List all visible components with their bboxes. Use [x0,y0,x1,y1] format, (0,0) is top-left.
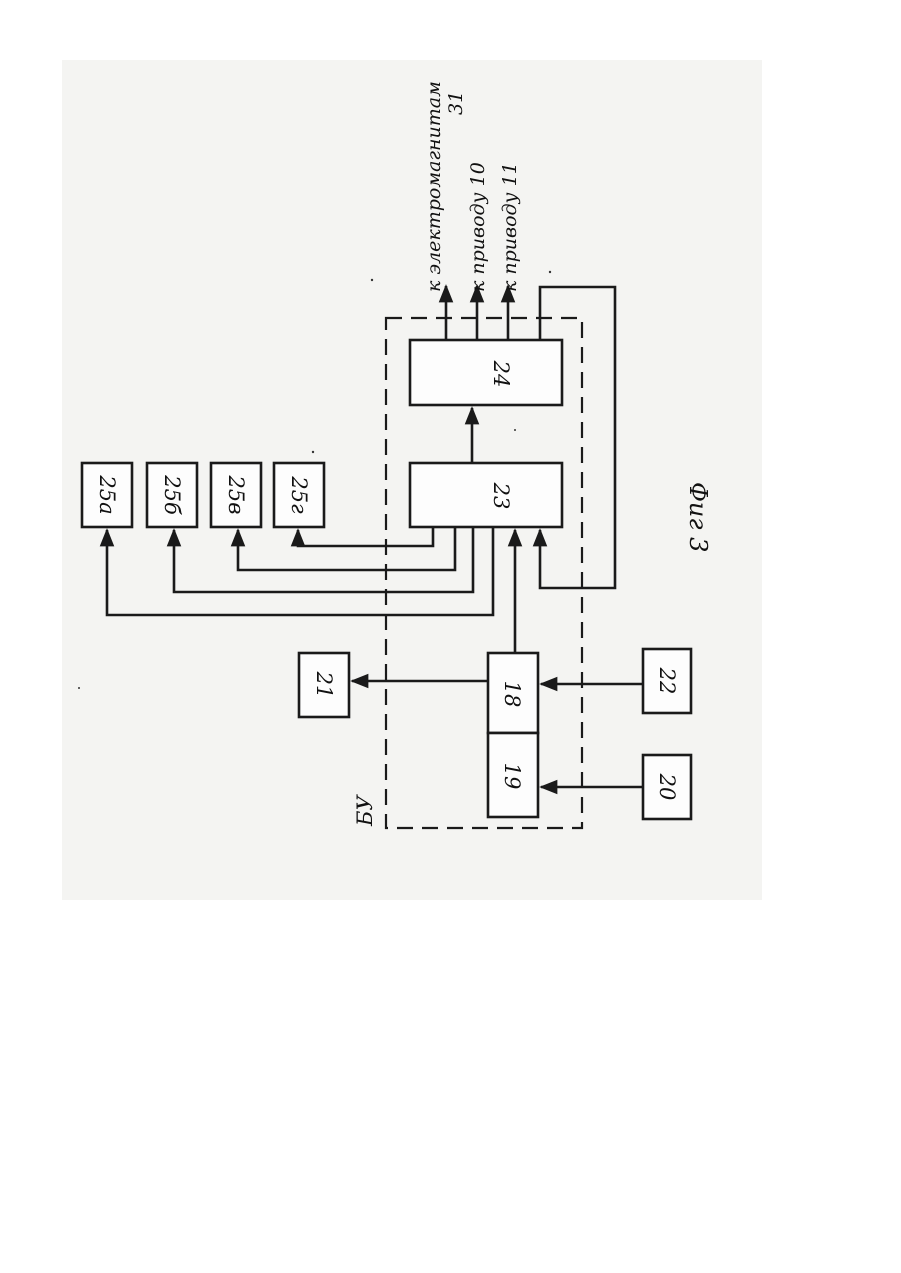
scan-speck [312,451,314,453]
figure-caption: Фиг 3 [684,482,712,552]
output-label-drive-10: к приводу 10 [467,162,489,292]
block-21-label: 21 [312,671,336,699]
block-23 [410,463,562,527]
block-25b-label: 25б [160,474,184,515]
output-label-drive-11: к приводу 11 [499,162,521,292]
block-19-label: 19 [500,763,524,790]
block-22-label: 22 [655,667,679,695]
block-25v-label: 25в [224,475,248,515]
block-25g-label: 25г [287,475,311,514]
scan-speck [371,279,373,281]
block-23-label: 23 [489,482,513,510]
block-20-label: 20 [655,773,679,801]
scan-speck [78,687,80,689]
control-unit-label: БУ [353,794,377,827]
block-25a-label: 25а [95,474,119,514]
output-label-electromagnet-number: 31 [445,91,467,115]
scan-speck [514,429,516,431]
scan-speck [549,271,551,273]
block-24-label: 24 [489,360,513,388]
output-label-electromagnet: к электромагнитам [423,81,445,292]
block-24 [410,340,562,405]
block-18-label: 18 [500,681,524,708]
